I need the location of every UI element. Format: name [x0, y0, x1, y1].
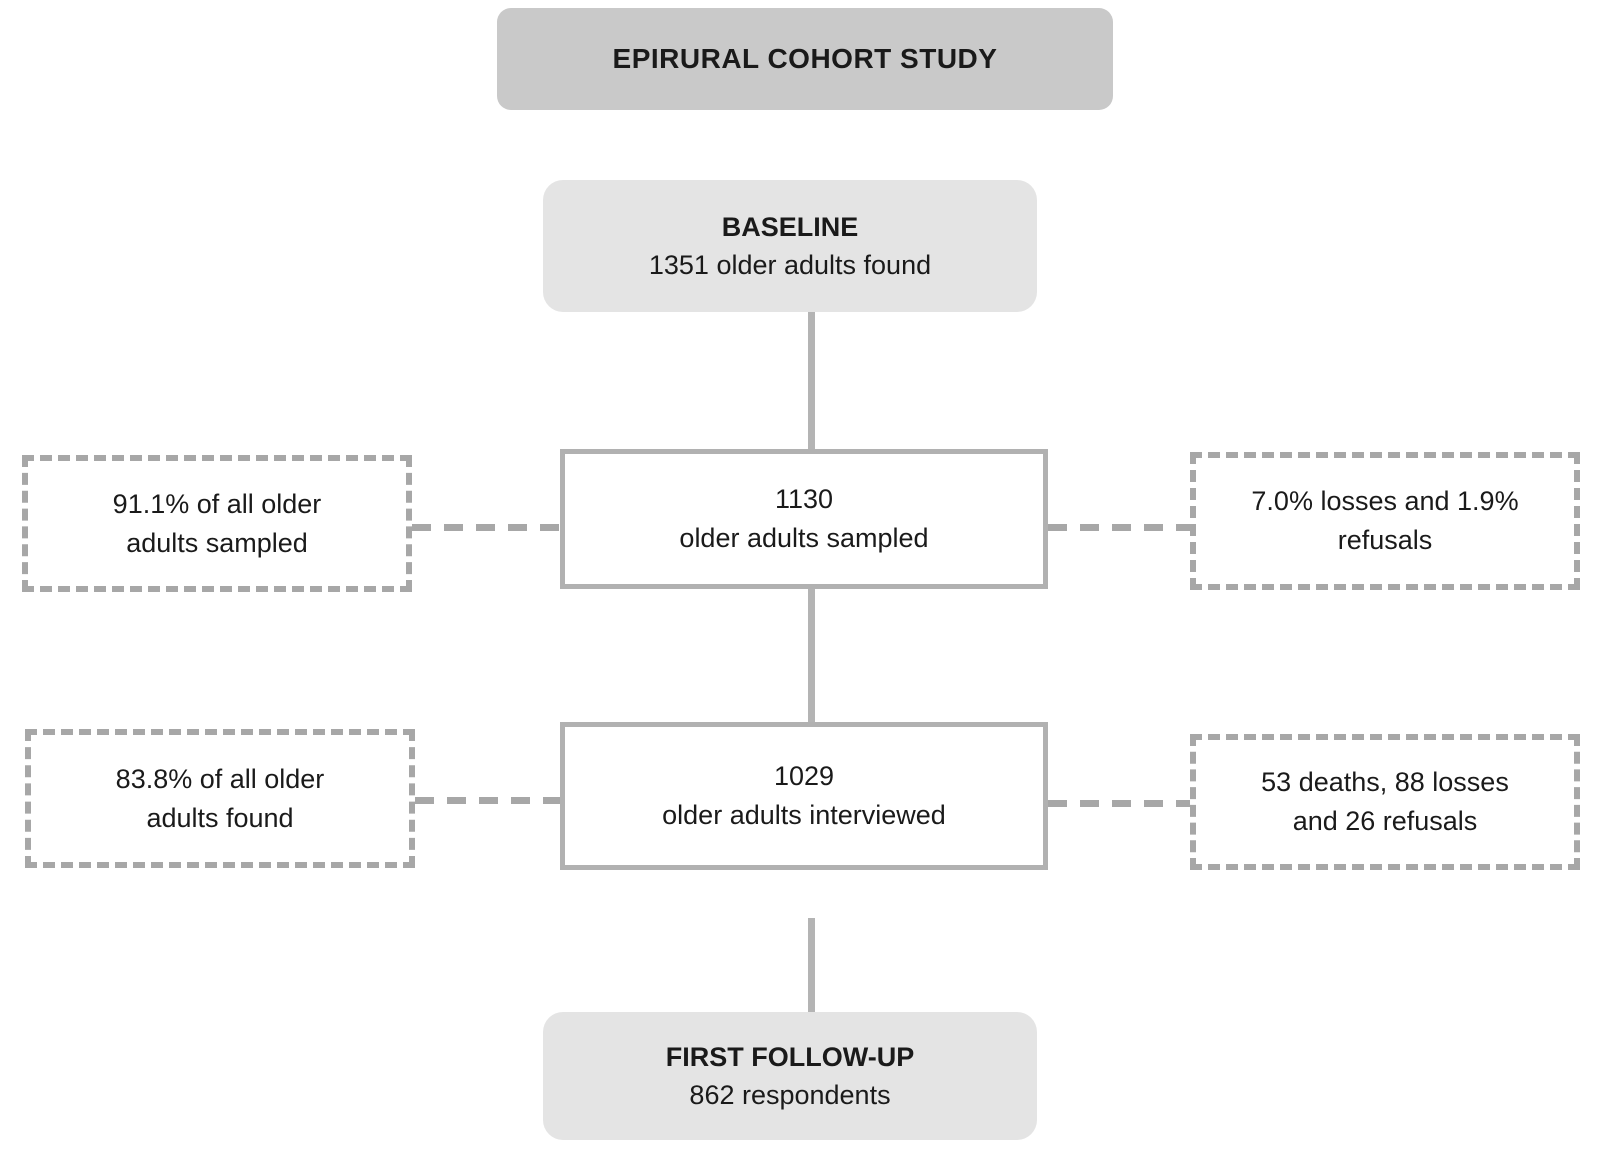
interviewed-label: older adults interviewed: [662, 800, 946, 830]
sampled-right-note-line2: refusals: [1337, 525, 1433, 555]
connector-sampled-to-interviewed: [808, 589, 815, 722]
sampled-right-note-line1: 7.0% losses and 1.9%: [1251, 486, 1519, 516]
connector-baseline-to-sampled: [808, 312, 815, 449]
interviewed-right-note-box: 53 deaths, 88 losses and 26 refusals: [1190, 734, 1580, 870]
sampled-left-note-line1: 91.1% of all older: [112, 488, 322, 519]
sampled-label: older adults sampled: [679, 523, 929, 553]
dashed-connector-sampled-right: [1048, 524, 1190, 531]
interviewed-left-note-box: 83.8% of all older adults found: [25, 729, 415, 868]
connector-interviewed-to-followup: [808, 918, 815, 1013]
sampled-left-note-box: 91.1% of all older adults sampled: [22, 455, 412, 592]
dashed-connector-interviewed-right: [1048, 800, 1190, 807]
sampled-left-note-line2: adults sampled: [126, 527, 308, 558]
followup-heading: FIRST FOLLOW-UP: [665, 1042, 915, 1072]
interviewed-left-note-line2: adults found: [146, 802, 294, 833]
interviewed-left-note-line1: 83.8% of all older: [115, 763, 325, 794]
interviewed-box: 1029 older adults interviewed: [560, 722, 1048, 870]
baseline-detail: 1351 older adults found: [648, 250, 932, 280]
baseline-heading: BASELINE: [721, 212, 859, 242]
followup-detail: 862 respondents: [689, 1080, 891, 1110]
baseline-stage-box: BASELINE 1351 older adults found: [543, 180, 1037, 312]
dashed-connector-interviewed-left: [415, 797, 560, 804]
sampled-value: 1130: [774, 484, 834, 514]
sampled-box: 1130 older adults sampled: [560, 449, 1048, 589]
sampled-right-note-box: 7.0% losses and 1.9% refusals: [1190, 452, 1580, 590]
interviewed-right-note-line2: and 26 refusals: [1292, 806, 1478, 836]
study-title-box: EPIRURAL COHORT STUDY: [497, 8, 1113, 110]
interviewed-value: 1029: [773, 761, 835, 791]
dashed-connector-sampled-left: [412, 524, 560, 531]
study-title: EPIRURAL COHORT STUDY: [612, 43, 998, 74]
interviewed-right-note-line1: 53 deaths, 88 losses: [1261, 767, 1509, 797]
followup-stage-box: FIRST FOLLOW-UP 862 respondents: [543, 1012, 1037, 1140]
